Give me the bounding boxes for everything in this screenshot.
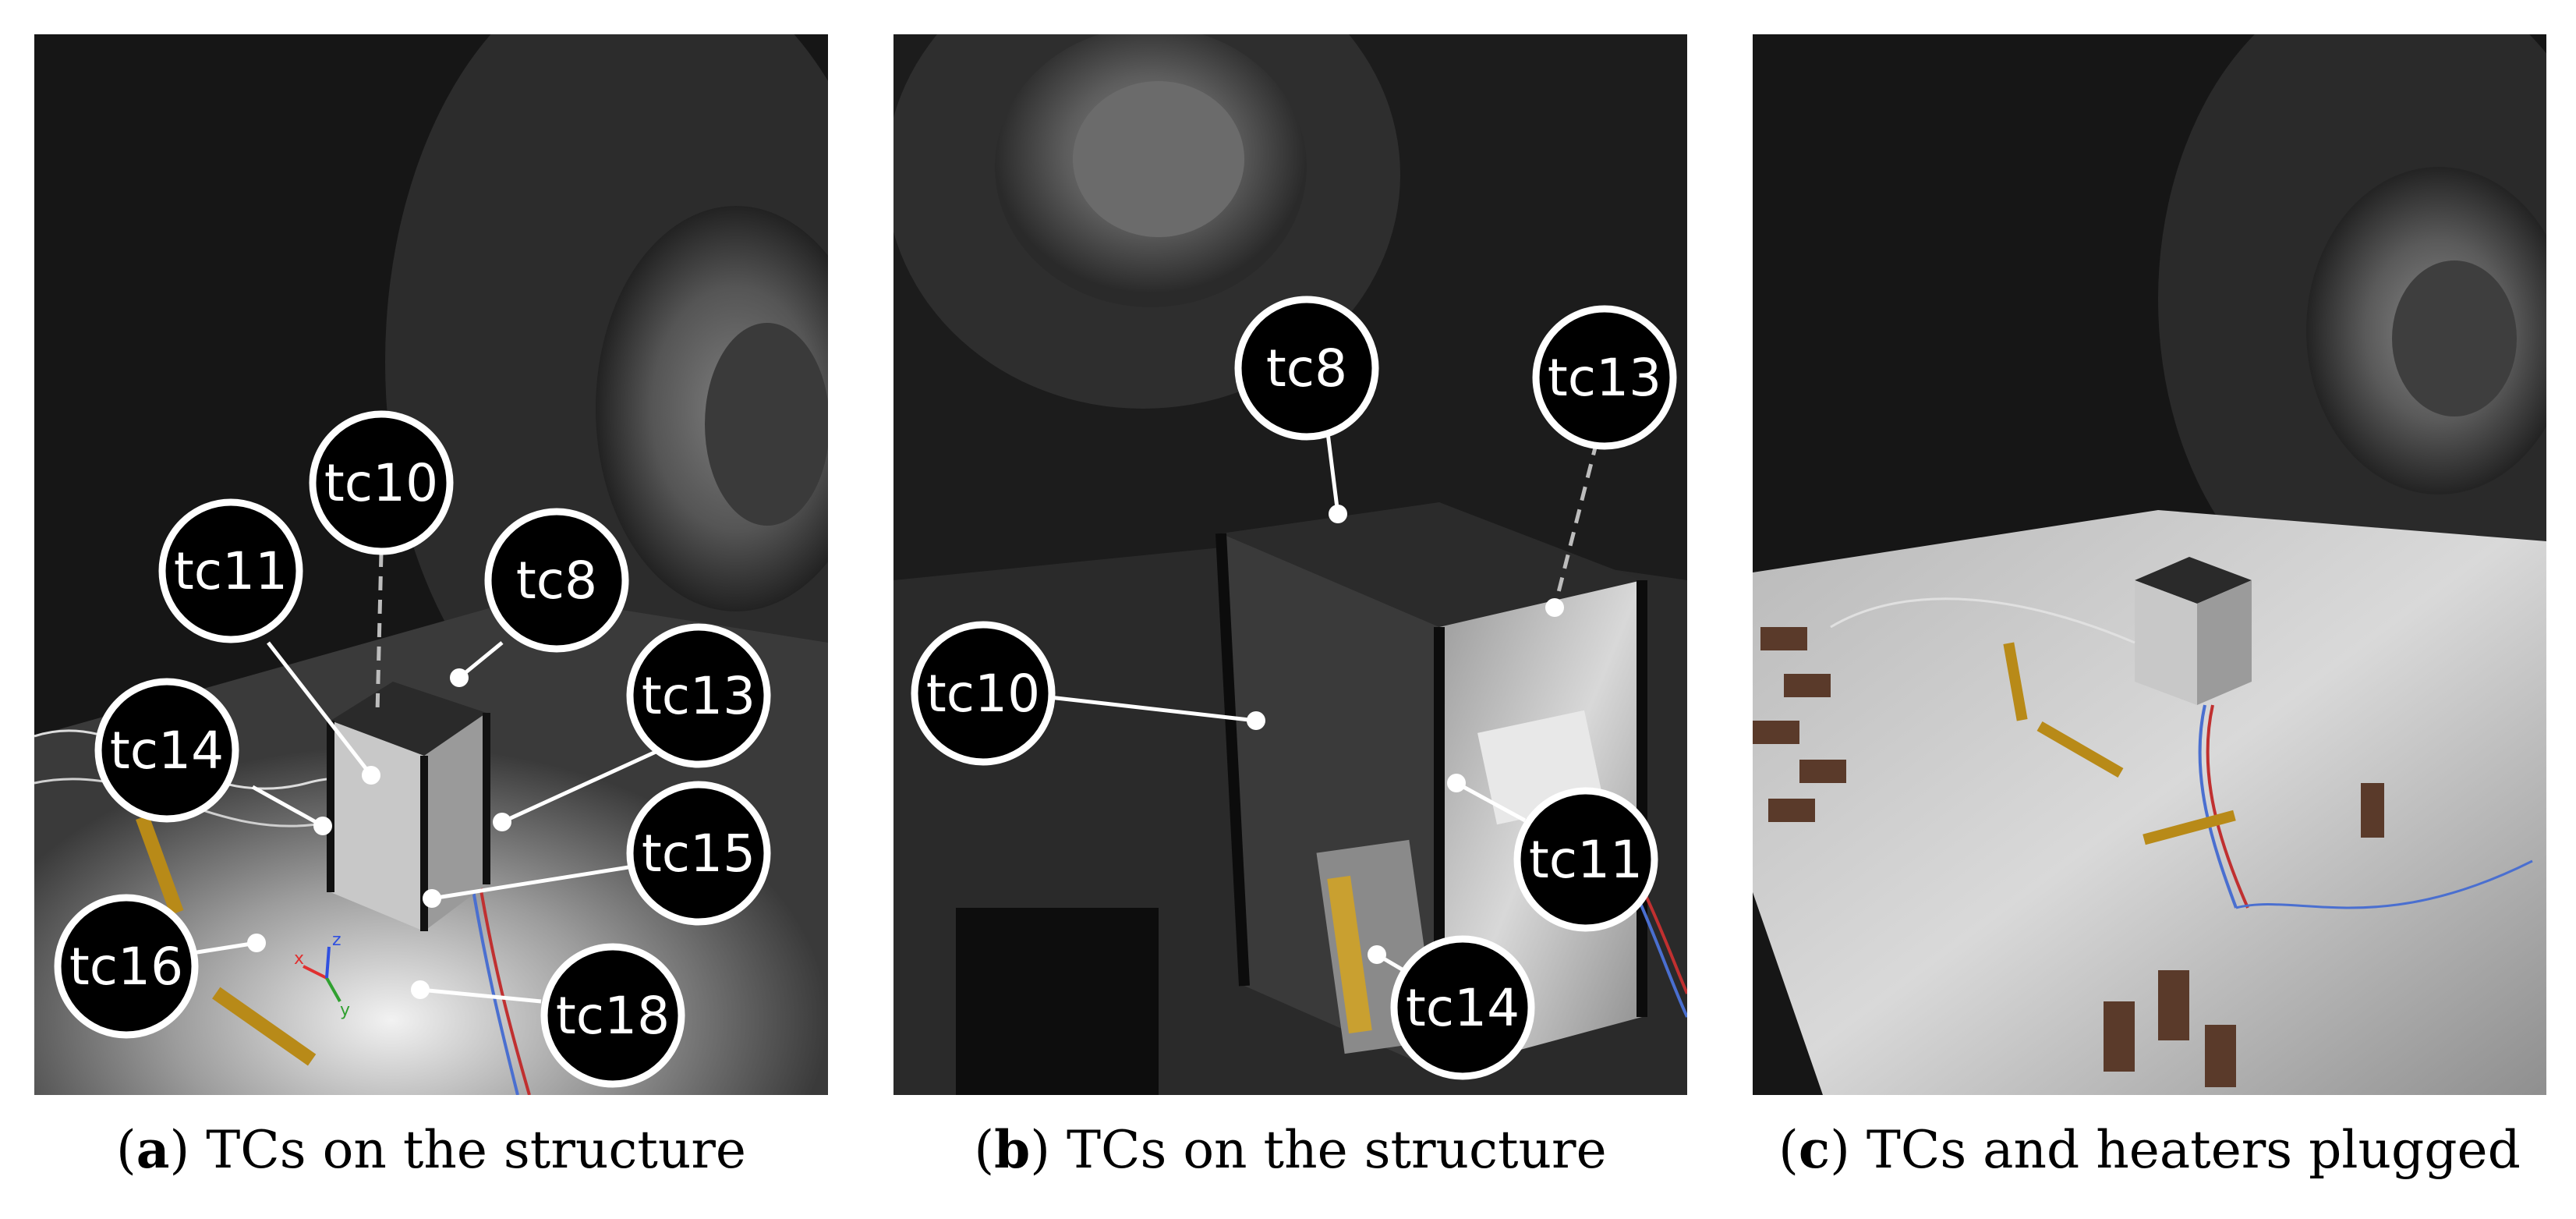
- caption-a: (a) TCs on the structure: [116, 1119, 746, 1180]
- callout-tc14-label: tc14: [110, 721, 224, 781]
- callout-tc10-label: tc10: [926, 664, 1040, 724]
- caption-c-text: TCs and heaters plugged: [1866, 1120, 2521, 1180]
- callout-tc8-label: tc8: [1266, 338, 1347, 399]
- photo-panel-a: x y z tc10 tc11 tc8: [34, 34, 828, 1095]
- axis-y-line: [325, 977, 341, 1002]
- axis-y-label: y: [340, 1001, 350, 1020]
- caption-c-tag: c: [1798, 1119, 1831, 1180]
- axis-x-label: x: [294, 949, 304, 969]
- callout-tc14: tc14: [94, 678, 239, 823]
- caption-c: (c) TCs and heaters plugged: [1778, 1119, 2521, 1180]
- callout-tc13-label: tc13: [1548, 348, 1661, 408]
- callout-tc13-label: tc13: [642, 666, 755, 726]
- callout-tc10: tc10: [911, 621, 1056, 766]
- caption-b: (b) TCs on the structure: [974, 1119, 1607, 1180]
- caption-a-tag: a: [136, 1119, 170, 1180]
- callout-tc13: tc13: [626, 623, 771, 768]
- callout-tc11: tc11: [158, 498, 303, 643]
- callout-tc16-label: tc16: [69, 937, 183, 997]
- callout-tc13: tc13: [1532, 305, 1677, 450]
- callout-tc11-label: tc11: [174, 541, 288, 601]
- callout-tc18-label: tc18: [556, 986, 670, 1046]
- photo-panel-b: tc8 tc13 tc10 tc11 tc14: [893, 34, 1687, 1095]
- callout-tc18: tc18: [540, 943, 685, 1088]
- callout-tc11-label: tc11: [1529, 830, 1643, 890]
- callout-tc10: tc10: [309, 410, 454, 555]
- callout-tc14: tc14: [1390, 935, 1535, 1080]
- callout-tc8: tc8: [1234, 296, 1379, 441]
- caption-a-text: TCs on the structure: [206, 1120, 746, 1180]
- caption-b-tag: b: [994, 1119, 1031, 1180]
- caption-b-text: TCs on the structure: [1066, 1120, 1607, 1180]
- callout-tc11: tc11: [1513, 787, 1658, 932]
- callout-tc8-label: tc8: [516, 551, 597, 611]
- callout-tc14-label: tc14: [1406, 978, 1520, 1038]
- callout-tc10-label: tc10: [324, 453, 438, 513]
- callout-tc16: tc16: [54, 894, 199, 1039]
- axis-x-line: [303, 965, 327, 980]
- photo-panel-c: [1753, 34, 2546, 1095]
- callout-tc15-label: tc15: [642, 824, 755, 884]
- axis-z-label: z: [332, 930, 341, 950]
- axis-z-line: [325, 946, 331, 979]
- callout-tc8: tc8: [484, 508, 629, 653]
- callout-tc15: tc15: [626, 781, 771, 926]
